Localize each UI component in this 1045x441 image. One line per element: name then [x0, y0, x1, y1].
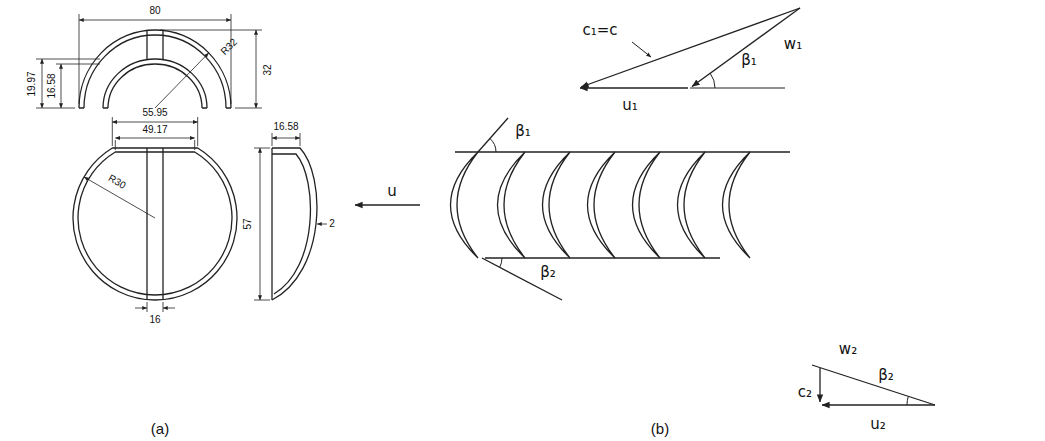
top-view-dimensions [36, 14, 262, 108]
velocity-label: u [387, 184, 397, 199]
dimension-label: 49.17 [142, 125, 167, 135]
extension-line [115, 140, 194, 150]
dimension-line [42, 59, 43, 108]
side-view-dimensions [254, 133, 327, 300]
outer-outline [73, 148, 237, 300]
dimension-line [135, 308, 147, 309]
outlet-triangle [812, 365, 935, 405]
angle-label: β₁ [515, 124, 531, 139]
extension-line [147, 302, 163, 312]
blade [543, 152, 571, 258]
inner-outline [78, 152, 232, 295]
dimension-label: 16 [149, 315, 160, 325]
dimension-line [260, 148, 261, 300]
blade [678, 152, 706, 258]
angle-line [482, 258, 562, 300]
side-view [272, 148, 317, 300]
dimension-line [112, 122, 197, 123]
outer-curve [272, 148, 317, 300]
blade [633, 152, 661, 258]
velocity-label: c₁=c [582, 23, 617, 38]
dimension-label: 2 [329, 219, 335, 229]
dimension-label: 57 [243, 218, 253, 229]
extension-line [36, 59, 100, 108]
band-line [147, 31, 163, 60]
outer-arc [79, 30, 231, 108]
front-view [73, 148, 237, 300]
extension-line [254, 148, 270, 300]
angle-label: β₂ [878, 368, 894, 383]
velocity-arrow [355, 204, 420, 205]
velocity-label: w₁ [784, 37, 802, 52]
band-line [147, 148, 163, 300]
radius-leader [155, 53, 209, 108]
inlet-triangle [580, 8, 800, 88]
blade [723, 152, 751, 258]
front-view-dimensions [84, 117, 198, 312]
inner-arc [108, 64, 202, 108]
cascade-line [485, 257, 720, 258]
angle-line [478, 118, 508, 152]
inner-curve [272, 154, 310, 294]
blade-cascade [355, 118, 790, 300]
label-leader [632, 42, 651, 57]
dimension-line [256, 30, 257, 108]
velocity-arrow [581, 8, 800, 87]
panel-label: (b) [651, 421, 669, 436]
velocity-arrow [819, 368, 820, 402]
cascade-line [455, 151, 790, 152]
blade [498, 152, 526, 258]
dimension-label: 16.58 [273, 122, 298, 132]
velocity-arrow [822, 404, 935, 405]
blade [588, 152, 616, 258]
velocity-label: c₂ [798, 385, 812, 400]
velocity-label: u₁ [622, 98, 638, 113]
reference-line [690, 88, 785, 89]
dimension-line [272, 138, 300, 139]
dimension-label: 19.97 [27, 71, 37, 96]
dimension-label: 32 [263, 64, 273, 75]
inner-arc [103, 59, 207, 108]
angle-arc [490, 139, 496, 153]
dimension-line [79, 20, 231, 21]
angle-arc [500, 258, 502, 267]
extension-line [160, 30, 262, 108]
velocity-label: u₂ [870, 417, 886, 432]
thickness-leader [317, 224, 327, 225]
velocity-arrow [580, 87, 688, 88]
extension-line [79, 14, 231, 104]
dimension-line [61, 64, 62, 108]
panel-label: (a) [151, 421, 169, 436]
dimension-label: 16.58 [47, 73, 57, 98]
blade [451, 152, 479, 258]
extension-line [272, 133, 300, 146]
angle-label: β₂ [540, 265, 556, 280]
outer-arc [84, 35, 226, 108]
dimension-label: 55.95 [142, 108, 167, 118]
angle-arc [710, 73, 715, 88]
velocity-arrow [692, 8, 800, 87]
flat-edge [271, 148, 272, 300]
top-view [79, 30, 231, 108]
angle-arc [907, 396, 908, 405]
extension-line [112, 117, 197, 146]
radius-label: R32 [219, 37, 239, 57]
dimension-label: 80 [149, 6, 160, 16]
velocity-line [812, 365, 935, 405]
angle-label: β₁ [741, 53, 757, 68]
dimension-line [163, 308, 175, 309]
velocity-label: w₂ [839, 342, 857, 357]
radius-label: R30 [107, 173, 128, 191]
dimension-line [115, 138, 194, 139]
